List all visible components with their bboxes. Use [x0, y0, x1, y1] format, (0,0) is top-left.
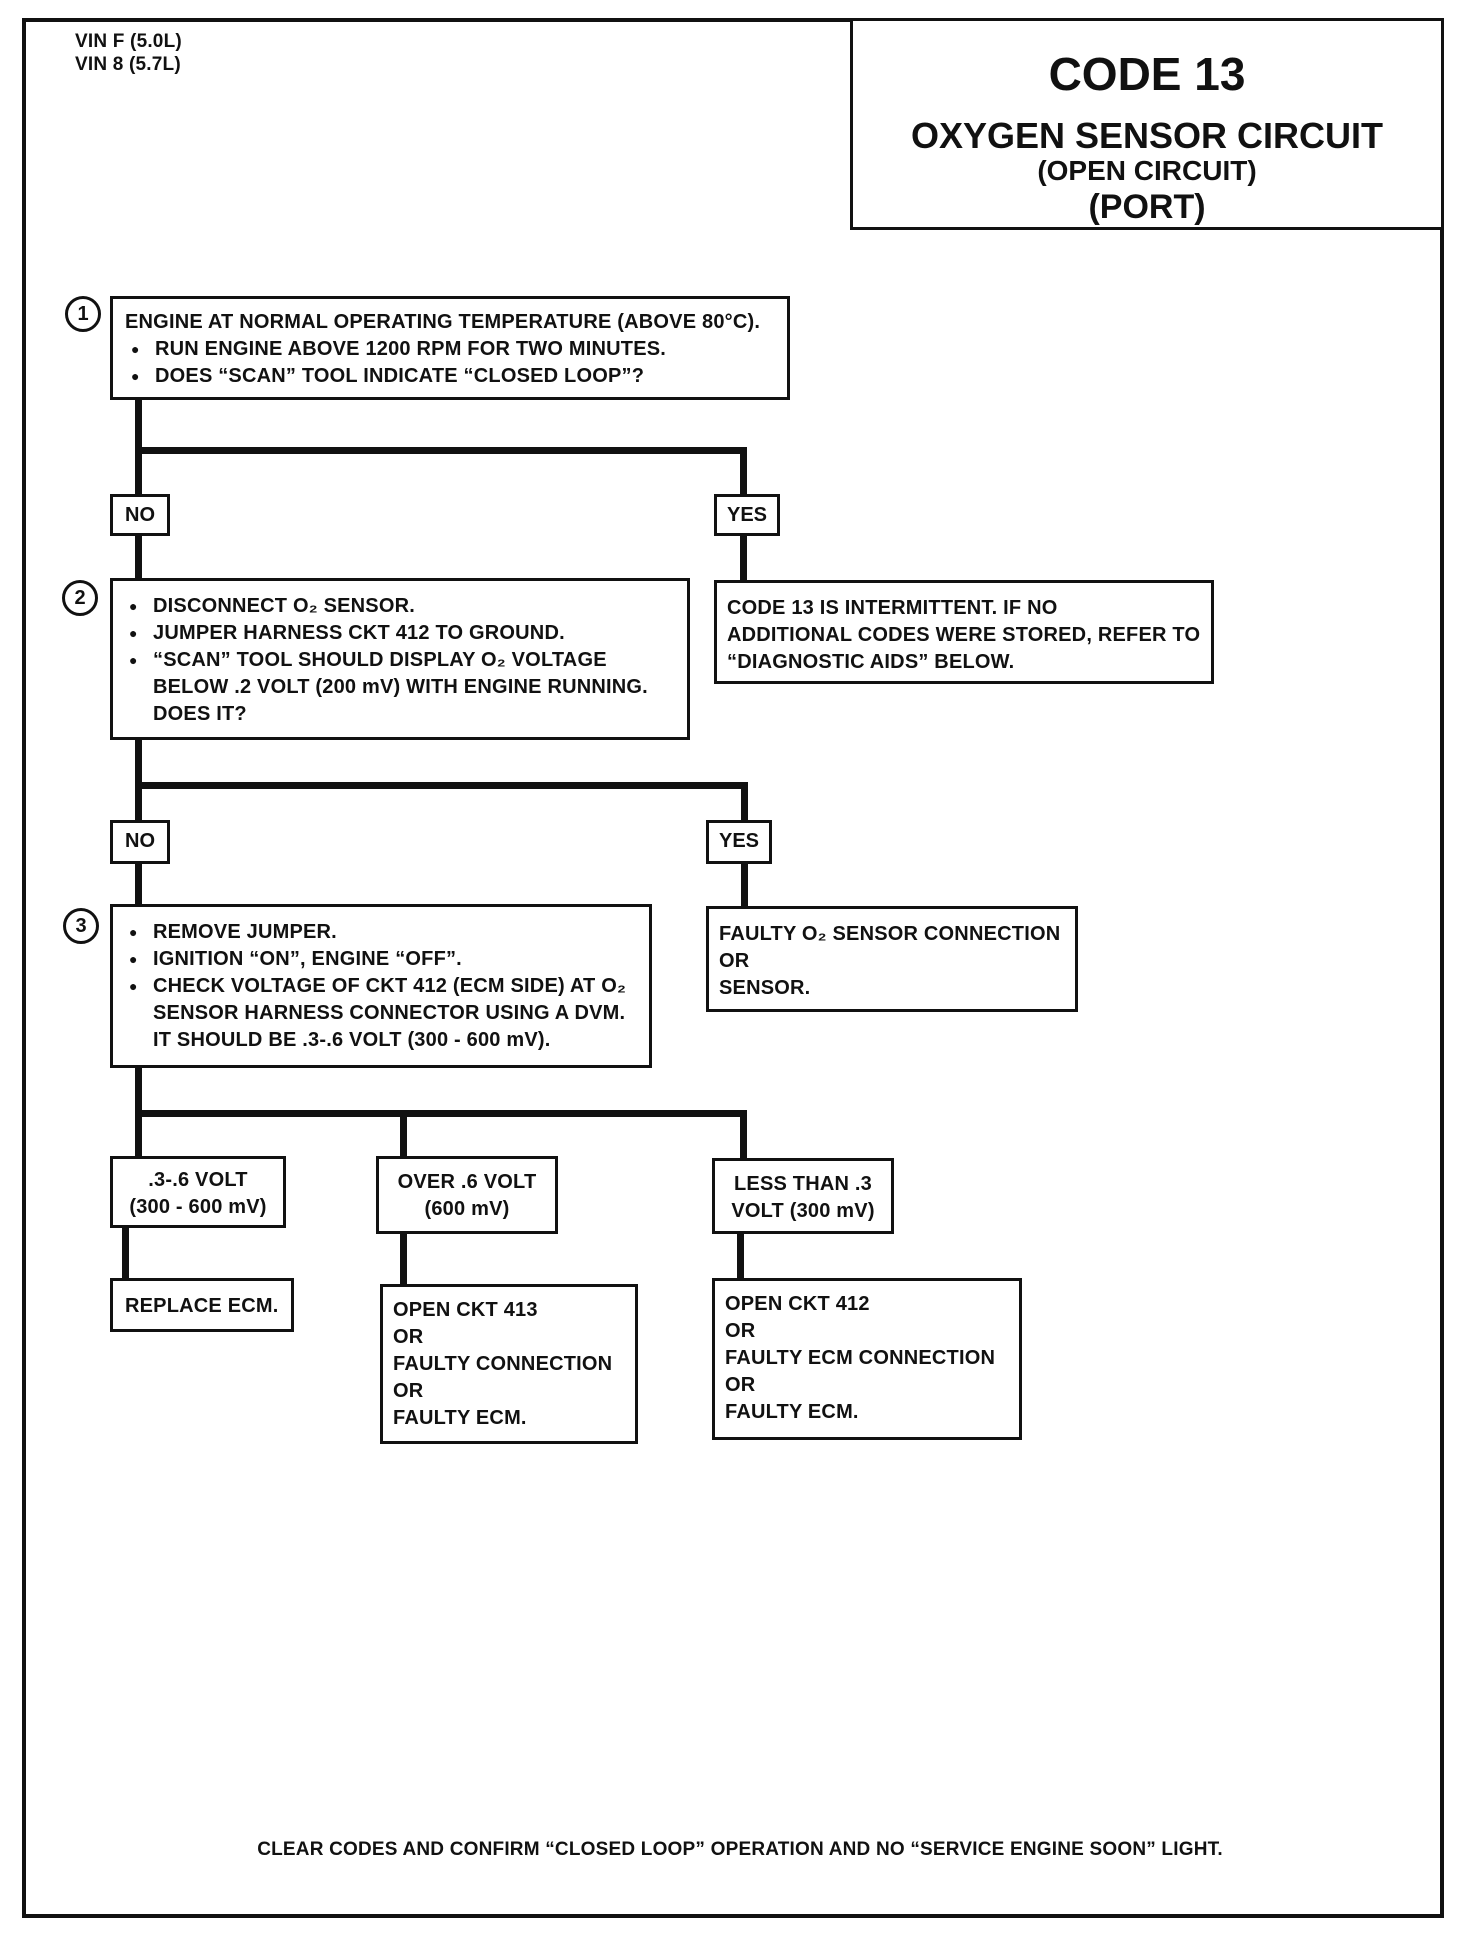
- connector-line: [741, 864, 748, 906]
- action-line: OR: [393, 1380, 424, 1402]
- result-line: SENSOR.: [719, 977, 811, 999]
- title-box: CODE 13 OXYGEN SENSOR CIRCUIT (OPEN CIRC…: [850, 18, 1444, 230]
- intermittent-result-box: CODE 13 IS INTERMITTENT. IF NO ADDITIONA…: [714, 580, 1214, 684]
- faulty-sensor-result-box: FAULTY O₂ SENSOR CONNECTION OR SENSOR.: [706, 906, 1078, 1012]
- action-replace-ecm: REPLACE ECM.: [110, 1278, 294, 1332]
- label-line: VOLT (300 mV): [731, 1200, 875, 1222]
- label-line: (600 mV): [424, 1198, 510, 1220]
- connector-line: [400, 1234, 407, 1284]
- connector-line: [122, 1228, 129, 1278]
- bullet-text: BELOW .2 VOLT (200 mV) WITH ENGINE RUNNI…: [153, 676, 648, 698]
- connector-line: [135, 782, 748, 789]
- result-label-normal: .3-.6 VOLT (300 - 600 mV): [110, 1156, 286, 1228]
- code-title: CODE 13: [1048, 48, 1246, 100]
- step-1-marker: 1: [65, 296, 101, 332]
- page-border: [22, 18, 1444, 1918]
- action-line: OR: [725, 1374, 756, 1396]
- step-2-bullet: “SCAN” TOOL SHOULD DISPLAY O₂ VOLTAGE BE…: [123, 647, 677, 728]
- label-line: (300 - 600 mV): [129, 1196, 267, 1218]
- action-line: OPEN CKT 413: [393, 1299, 538, 1321]
- step-3-box: REMOVE JUMPER. IGNITION “ON”, ENGINE “OF…: [110, 904, 652, 1068]
- action-line: REPLACE ECM.: [125, 1295, 279, 1317]
- connector-line: [135, 1110, 747, 1117]
- connector-line: [741, 782, 748, 822]
- vin-8: VIN 8 (5.7L): [75, 54, 181, 75]
- action-line: OR: [725, 1320, 756, 1342]
- connector-line: [400, 1110, 407, 1158]
- step-1-bullet: DOES “SCAN” TOOL INDICATE “CLOSED LOOP”?: [125, 363, 777, 390]
- result-line: OR: [719, 950, 750, 972]
- step-3-bullet: CHECK VOLTAGE OF CKT 412 (ECM SIDE) AT O…: [123, 973, 639, 1054]
- result-line: CODE 13 IS INTERMITTENT. IF NO: [727, 597, 1058, 619]
- action-line: FAULTY ECM CONNECTION: [725, 1347, 996, 1369]
- vin-list: VIN F (5.0L) VIN 8 (5.7L): [75, 30, 182, 76]
- connector-line: [737, 1234, 744, 1280]
- branch-1-yes: YES: [714, 494, 780, 536]
- step-2-box: DISCONNECT O₂ SENSOR. JUMPER HARNESS CKT…: [110, 578, 690, 740]
- subtitle-port: (PORT): [1088, 188, 1206, 226]
- branch-2-yes: YES: [706, 820, 772, 864]
- circuit-title: OXYGEN SENSOR CIRCUIT: [910, 115, 1384, 156]
- bullet-text: SENSOR HARNESS CONNECTOR USING A DVM.: [153, 1002, 626, 1024]
- step-2-marker: 2: [62, 580, 98, 616]
- step-2-bullet: JUMPER HARNESS CKT 412 TO GROUND.: [123, 620, 677, 647]
- connector-line: [740, 536, 747, 580]
- bullet-text: DISCONNECT O₂ SENSOR.: [153, 595, 416, 617]
- subtitle-open-circuit: (OPEN CIRCUIT): [1037, 155, 1257, 186]
- action-line: FAULTY ECM.: [725, 1401, 859, 1423]
- bullet-text: REMOVE JUMPER.: [153, 921, 337, 943]
- result-line: “DIAGNOSTIC AIDS” BELOW.: [727, 651, 1015, 673]
- branch-1-no: NO: [110, 494, 170, 536]
- bullet-text: CHECK VOLTAGE OF CKT 412 (ECM SIDE) AT O…: [153, 975, 627, 997]
- connector-line: [135, 536, 142, 580]
- footer-note: CLEAR CODES AND CONFIRM “CLOSED LOOP” OP…: [257, 1839, 1223, 1860]
- label-line: OVER .6 VOLT: [397, 1171, 537, 1193]
- result-label-over: OVER .6 VOLT (600 mV): [376, 1156, 558, 1234]
- action-line: OR: [393, 1326, 424, 1348]
- result-label-less: LESS THAN .3 VOLT (300 mV): [712, 1158, 894, 1234]
- action-line: FAULTY ECM.: [393, 1407, 527, 1429]
- bullet-text: IT SHOULD BE .3-.6 VOLT (300 - 600 mV).: [153, 1029, 551, 1051]
- step-3-bullet: REMOVE JUMPER.: [123, 919, 639, 946]
- bullet-text: DOES IT?: [153, 703, 247, 725]
- step-1-box: ENGINE AT NORMAL OPERATING TEMPERATURE (…: [110, 296, 790, 400]
- step-1-intro: ENGINE AT NORMAL OPERATING TEMPERATURE (…: [125, 311, 761, 333]
- bullet-text: “SCAN” TOOL SHOULD DISPLAY O₂ VOLTAGE: [153, 649, 607, 671]
- step-2-bullet: DISCONNECT O₂ SENSOR.: [123, 593, 677, 620]
- connector-line: [740, 1110, 747, 1158]
- action-line: FAULTY CONNECTION: [393, 1353, 613, 1375]
- step-3-bullet: IGNITION “ON”, ENGINE “OFF”.: [123, 946, 639, 973]
- vin-f: VIN F (5.0L): [75, 31, 182, 52]
- action-line: OPEN CKT 412: [725, 1293, 870, 1315]
- connector-line: [135, 864, 142, 906]
- branch-2-no: NO: [110, 820, 170, 864]
- connector-line: [740, 447, 747, 504]
- step-1-bullet: RUN ENGINE ABOVE 1200 RPM FOR TWO MINUTE…: [125, 336, 777, 363]
- result-line: ADDITIONAL CODES WERE STORED, REFER TO: [727, 624, 1201, 646]
- action-open-ckt-412: OPEN CKT 412 OR FAULTY ECM CONNECTION OR…: [712, 1278, 1022, 1440]
- bullet-text: IGNITION “ON”, ENGINE “OFF”.: [153, 948, 462, 970]
- step-3-marker: 3: [63, 908, 99, 944]
- label-line: LESS THAN .3: [734, 1173, 872, 1195]
- bullet-text: JUMPER HARNESS CKT 412 TO GROUND.: [153, 622, 565, 644]
- connector-line: [135, 740, 142, 820]
- action-open-ckt-413: OPEN CKT 413 OR FAULTY CONNECTION OR FAU…: [380, 1284, 638, 1444]
- label-line: .3-.6 VOLT: [148, 1169, 248, 1191]
- result-line: FAULTY O₂ SENSOR CONNECTION: [719, 923, 1061, 945]
- connector-line: [135, 447, 747, 454]
